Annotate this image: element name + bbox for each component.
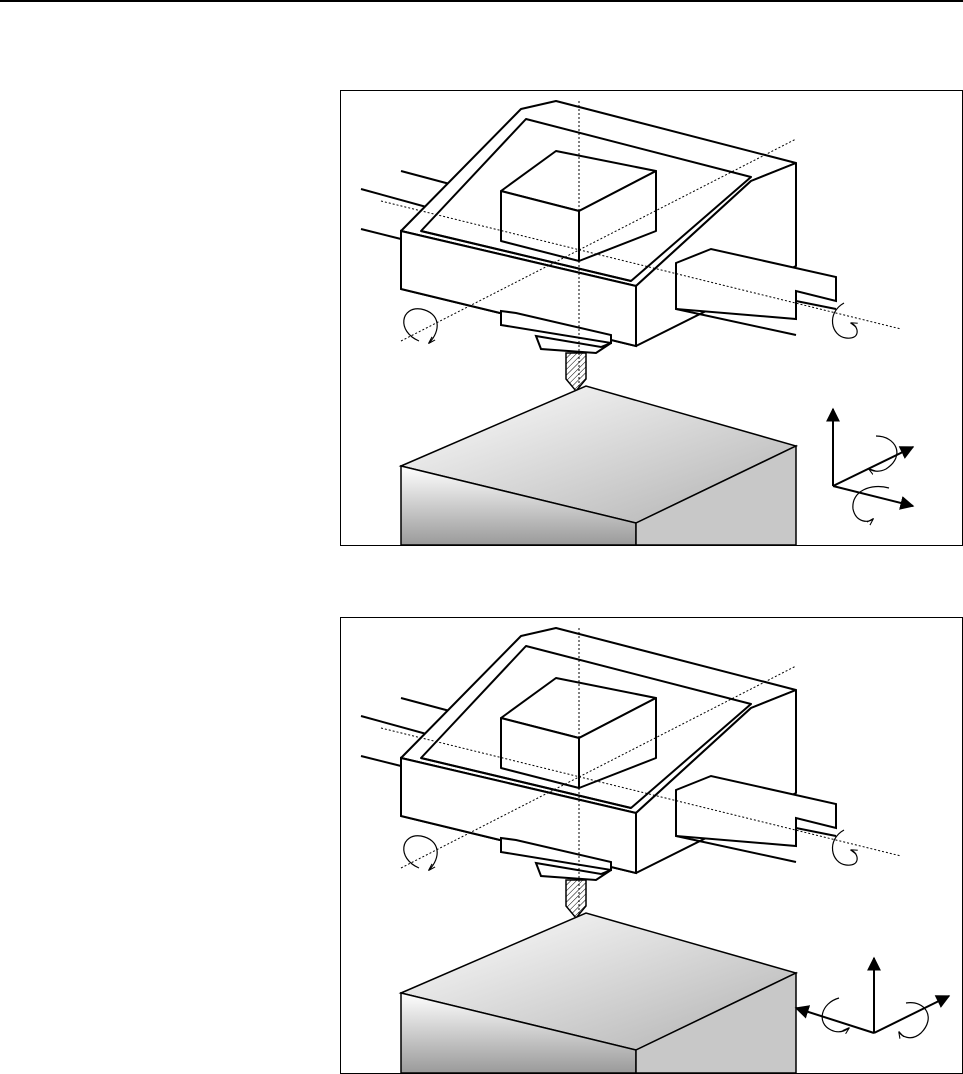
workpiece-block: [401, 386, 796, 545]
rotation-arrow-left: [404, 309, 437, 343]
page-top-rule: [0, 0, 963, 2]
figure-top-drawing: [341, 91, 962, 545]
right-shaft: [676, 776, 836, 862]
right-shaft: [676, 249, 836, 335]
figure-top-frame: [340, 90, 963, 546]
rotation-arrow-right: [832, 303, 857, 338]
rotation-arrow-right: [832, 830, 857, 865]
tool-bit: [566, 880, 586, 918]
figure-bottom-drawing: [341, 618, 962, 1073]
tool-bit: [566, 353, 586, 391]
figure-bottom-frame: [340, 617, 963, 1074]
workpiece-block: [401, 913, 796, 1073]
axis-triad: [796, 958, 949, 1038]
rotation-arrow-left: [404, 836, 437, 870]
axis-triad: [833, 409, 913, 521]
